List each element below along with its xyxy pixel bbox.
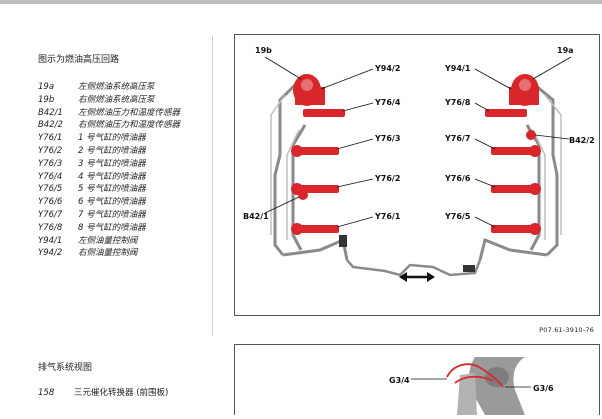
legend-desc: 7 号气缸的喷油器	[78, 209, 146, 220]
exhaust-diagram: G3/4 G3/6	[389, 357, 554, 415]
supply-line	[346, 259, 482, 277]
top-bar	[0, 0, 602, 4]
legend-code: Y94/1	[38, 235, 63, 246]
legend-desc: 左侧油量控制阀	[78, 235, 138, 246]
exhaust-figure: G3/4 G3/6	[234, 344, 600, 415]
legend-desc: 右侧油量控制阀	[78, 248, 138, 259]
legend-desc: 左侧燃油压力和温度传感器	[78, 107, 181, 118]
high-pressure-pump-19a	[509, 74, 539, 106]
leader-lines	[264, 56, 572, 228]
label-y76-6: Y76/6	[444, 174, 471, 183]
label-y76-1: Y76/1	[374, 212, 401, 221]
label-y76-3: Y76/3	[374, 134, 400, 143]
exhaust-pipe-shape	[457, 357, 525, 415]
legend-code: B42/2	[38, 120, 63, 131]
oxygen-sensor-wires	[446, 363, 504, 388]
label-y76-4: Y76/4	[374, 98, 401, 107]
pressure-sensor-b42-2	[526, 130, 536, 140]
legend-code: Y76/6	[38, 197, 63, 208]
fuel-circuit-diagram: 19b 19a Y94/2 Y94/1 Y76/4 Y76/8 Y76/3 Y7…	[243, 46, 595, 282]
label-y94-1: Y94/1	[444, 64, 471, 73]
right-connector	[463, 265, 475, 272]
legend-code: Y76/2	[38, 145, 63, 156]
legend-code: Y76/1	[38, 133, 63, 144]
legend-desc: 三元催化转换器 (前围板)	[74, 388, 169, 398]
label-y76-5: Y76/5	[444, 212, 471, 221]
legend-code: Y94/2	[38, 248, 63, 259]
double-arrow-icon	[399, 272, 435, 282]
legend-desc: 3 号气缸的喷油器	[78, 158, 146, 169]
fuel-circuit-figure: 19b 19a Y94/2 Y94/1 Y76/4 Y76/8 Y76/3 Y7…	[234, 34, 600, 316]
legend-desc: 5 号气缸的喷油器	[78, 184, 146, 195]
section-title-fuel-circuit: 图示为燃油高压回路	[38, 55, 120, 65]
left-connector	[339, 235, 347, 247]
legend-desc: 右侧燃油系统高压泵	[78, 94, 155, 105]
legend-desc: 左侧燃油系统高压泵	[78, 82, 155, 92]
legend-code: Y76/7	[38, 209, 63, 220]
legend-code: Y76/5	[38, 184, 63, 195]
section-title-exhaust: 排气系统视图	[38, 363, 93, 373]
label-19a: 19a	[557, 46, 574, 55]
left-injectors	[291, 109, 345, 235]
label-y76-2: Y76/2	[374, 174, 400, 183]
label-b42-1: B42/1	[243, 212, 269, 221]
legend-row-158: 158 三元催化转换器 (前围板)	[38, 388, 168, 399]
label-g3-6: G3/6	[533, 384, 554, 393]
legend-desc: 8 号气缸的喷油器	[78, 222, 146, 233]
legend-code: Y76/4	[38, 171, 63, 182]
legend-desc: 4 号气缸的喷油器	[78, 171, 146, 182]
label-g3-4: G3/4	[389, 376, 410, 385]
legend-code: 158	[38, 388, 55, 398]
pressure-sensor-b42-1	[298, 190, 308, 200]
legend-code: Y76/8	[38, 222, 63, 233]
legend-desc: 2 号气缸的喷油器	[78, 145, 146, 156]
right-injectors	[485, 109, 541, 235]
legend-code: Y76/3	[38, 158, 63, 169]
label-y94-2: Y94/2	[374, 64, 400, 73]
label-y76-7: Y76/7	[444, 134, 470, 143]
legend-desc: 1 号气缸的喷油器	[78, 133, 146, 144]
column-divider	[212, 36, 213, 336]
legend-code: 19a	[38, 82, 55, 92]
label-b42-2: B42/2	[569, 136, 595, 145]
figure-code: P07.61-3910-76	[539, 326, 594, 334]
legend-desc: 右侧燃油压力和温度传感器	[78, 120, 181, 131]
legend-code: 19b	[38, 94, 55, 105]
label-19b: 19b	[255, 46, 272, 55]
legend-code: B42/1	[38, 107, 63, 118]
legend-desc: 6 号气缸的喷油器	[78, 197, 146, 208]
label-y76-8: Y76/8	[444, 98, 471, 107]
high-pressure-pump-19b	[293, 74, 325, 106]
